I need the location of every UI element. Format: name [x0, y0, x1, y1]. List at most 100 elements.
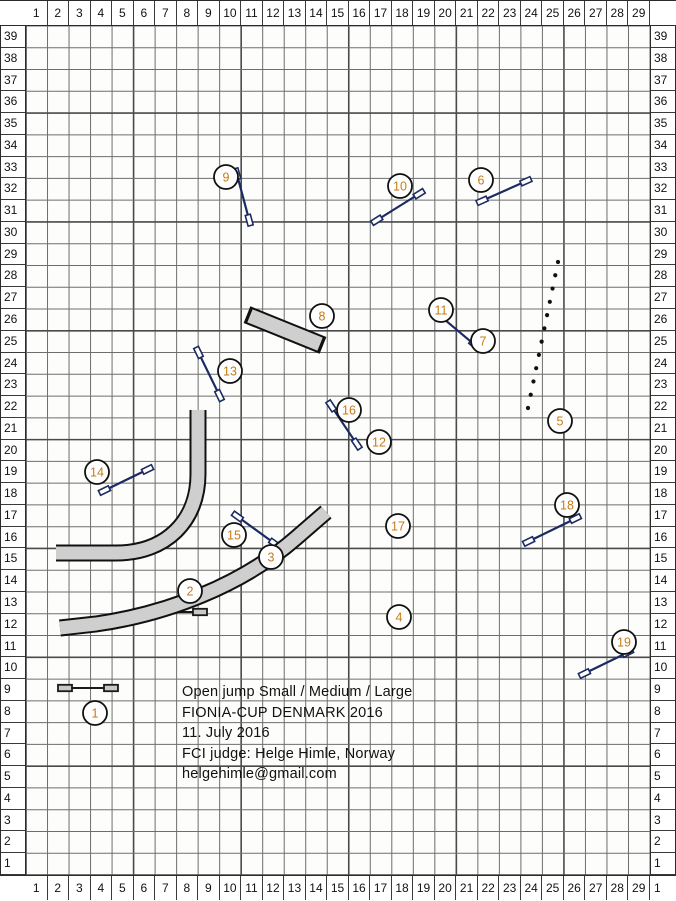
obstacle-number-marker-11: 11	[428, 297, 454, 323]
ruler-right-tick-7: 7	[651, 723, 675, 745]
ruler-left-tick-19: 19	[1, 461, 25, 484]
ruler-top-tick-28: 28	[607, 1, 629, 25]
weave-pole-3	[550, 286, 555, 291]
weave-pole-8	[536, 352, 542, 358]
marker-number: 19	[617, 636, 631, 650]
jump-wing-1	[577, 667, 592, 680]
ruler-right-tick-18: 18	[651, 483, 675, 505]
ruler-right-tick-24: 24	[651, 353, 675, 375]
ruler-left-tick-29: 29	[1, 244, 25, 266]
ruler-left-tick-26: 26	[1, 309, 25, 331]
ruler-top-tick-16: 16	[349, 1, 371, 25]
jump-wing-2	[244, 213, 255, 228]
ruler-top-tick-24: 24	[521, 1, 543, 25]
marker-number: 17	[391, 520, 405, 534]
obstacle-number-marker-5: 5	[547, 408, 573, 434]
ruler-top-tick-19: 19	[413, 1, 435, 25]
ruler-left-tick-5: 5	[1, 766, 25, 788]
ruler-bottom-tick-12: 12	[263, 876, 285, 900]
obstacle-jump-13	[192, 345, 226, 403]
ruler-bottom-tick-28: 28	[607, 876, 629, 900]
obstacle-weave-poles-5	[525, 259, 561, 411]
course-info-line-1: Open jump Small / Medium / Large	[182, 684, 413, 700]
obstacle-number-marker-15: 15	[221, 522, 247, 548]
marker-circle	[309, 303, 335, 329]
ruler-bottom-tick-25: 25	[542, 876, 564, 900]
long-jump-plank-2	[103, 683, 119, 693]
ruler-left-tick-35: 35	[1, 113, 25, 135]
ruler-bottom-tick-27: 27	[585, 876, 607, 900]
course-info-line-2: FIONIA-CUP DENMARK 2016	[182, 704, 383, 721]
ruler-right-tick-13: 13	[651, 592, 675, 614]
ruler-right-tick-35: 35	[651, 113, 675, 135]
jump-wing-1	[369, 214, 384, 227]
ruler-top-tick-4: 4	[91, 1, 113, 25]
ruler-top-tick-8: 8	[177, 1, 199, 25]
marker-number: 11	[435, 304, 448, 318]
marker-number: 5	[557, 415, 564, 429]
ruler-left-tick-32: 32	[1, 178, 25, 201]
ruler-right-tick-26: 26	[651, 309, 675, 331]
marker-circle	[213, 164, 239, 190]
ruler-top-tick-21: 21	[456, 1, 478, 25]
marker-number: 10	[393, 180, 407, 194]
jump-wing-1	[97, 484, 112, 497]
curved-tunnel-body	[56, 410, 205, 560]
ruler-right-tick-16: 16	[651, 527, 675, 549]
obstacle-number-marker-19: 19	[611, 629, 637, 655]
marker-number: 4	[396, 611, 403, 625]
marker-number: 3	[268, 551, 275, 565]
marker-number: 9	[223, 171, 230, 185]
ruler-left-tick-34: 34	[1, 135, 25, 157]
course-info-line-4: FCI judge: Helge Himle, Norway	[182, 745, 396, 762]
marker-number: 13	[223, 365, 237, 379]
ruler-top-tick-11: 11	[241, 1, 263, 25]
ruler-right-tick-21: 21	[651, 418, 675, 440]
ruler-top-tick-25: 25	[542, 1, 564, 25]
marker-circle	[554, 492, 580, 518]
ruler-bottom-tick-23: 23	[499, 876, 521, 900]
obstacle-number-marker-7: 7	[470, 328, 496, 354]
ruler-left-tick-10: 10	[1, 657, 25, 680]
marker-circle	[470, 328, 496, 354]
ruler-left-tick-18: 18	[1, 483, 25, 505]
ruler-bottom-tick-4: 4	[91, 876, 113, 900]
obstacle-number-marker-2: 2	[177, 578, 203, 604]
obstacle-number-marker-8: 8	[309, 303, 335, 329]
obstacle-number-marker-17: 17	[385, 513, 411, 539]
ruler-right-tick-39: 39	[651, 26, 675, 48]
ruler-bottom-tick-29: 29	[628, 876, 650, 900]
obstacle-number-marker-10: 10	[387, 173, 413, 199]
ruler-bottom-tick-5: 5	[112, 876, 134, 900]
ruler-bottom-tick-7: 7	[155, 876, 177, 900]
ruler-top-tick-17: 17	[370, 1, 392, 25]
obstacle-number-marker-16: 16	[336, 397, 362, 423]
ruler-left-tick-12: 12	[1, 614, 25, 636]
jump-bar	[197, 351, 221, 397]
course-info-line-5: helgehimle@gmail.com	[182, 766, 337, 783]
obstacle-long-jump-1	[57, 683, 119, 693]
marker-circle	[82, 700, 108, 726]
ruler-top-tick-1: 1	[26, 1, 48, 25]
ruler-bottom-tick-15: 15	[327, 876, 349, 900]
marker-number: 1	[92, 707, 99, 721]
ruler-bottom-tick-26: 26	[564, 876, 586, 900]
ruler-bottom-tick-20: 20	[435, 876, 457, 900]
obstacle-jump-14	[97, 463, 155, 497]
marker-circle	[366, 429, 392, 455]
ruler-left-tick-31: 31	[1, 200, 25, 222]
ruler-right-tick-15: 15	[651, 548, 675, 571]
ruler-bottom-tick-10: 10	[220, 876, 242, 900]
marker-number: 14	[90, 466, 104, 480]
marker-number: 6	[478, 174, 485, 188]
obstacle-jump-6	[474, 175, 534, 207]
ruler-left-tick-2: 2	[1, 831, 25, 854]
ruler-right-tick-10: 10	[651, 657, 675, 680]
jump-wing-1	[521, 535, 536, 548]
ruler-top-tick-10: 10	[220, 1, 242, 25]
jump-bar	[481, 180, 527, 202]
marker-number: 12	[372, 436, 386, 450]
marker-circle	[611, 629, 637, 655]
